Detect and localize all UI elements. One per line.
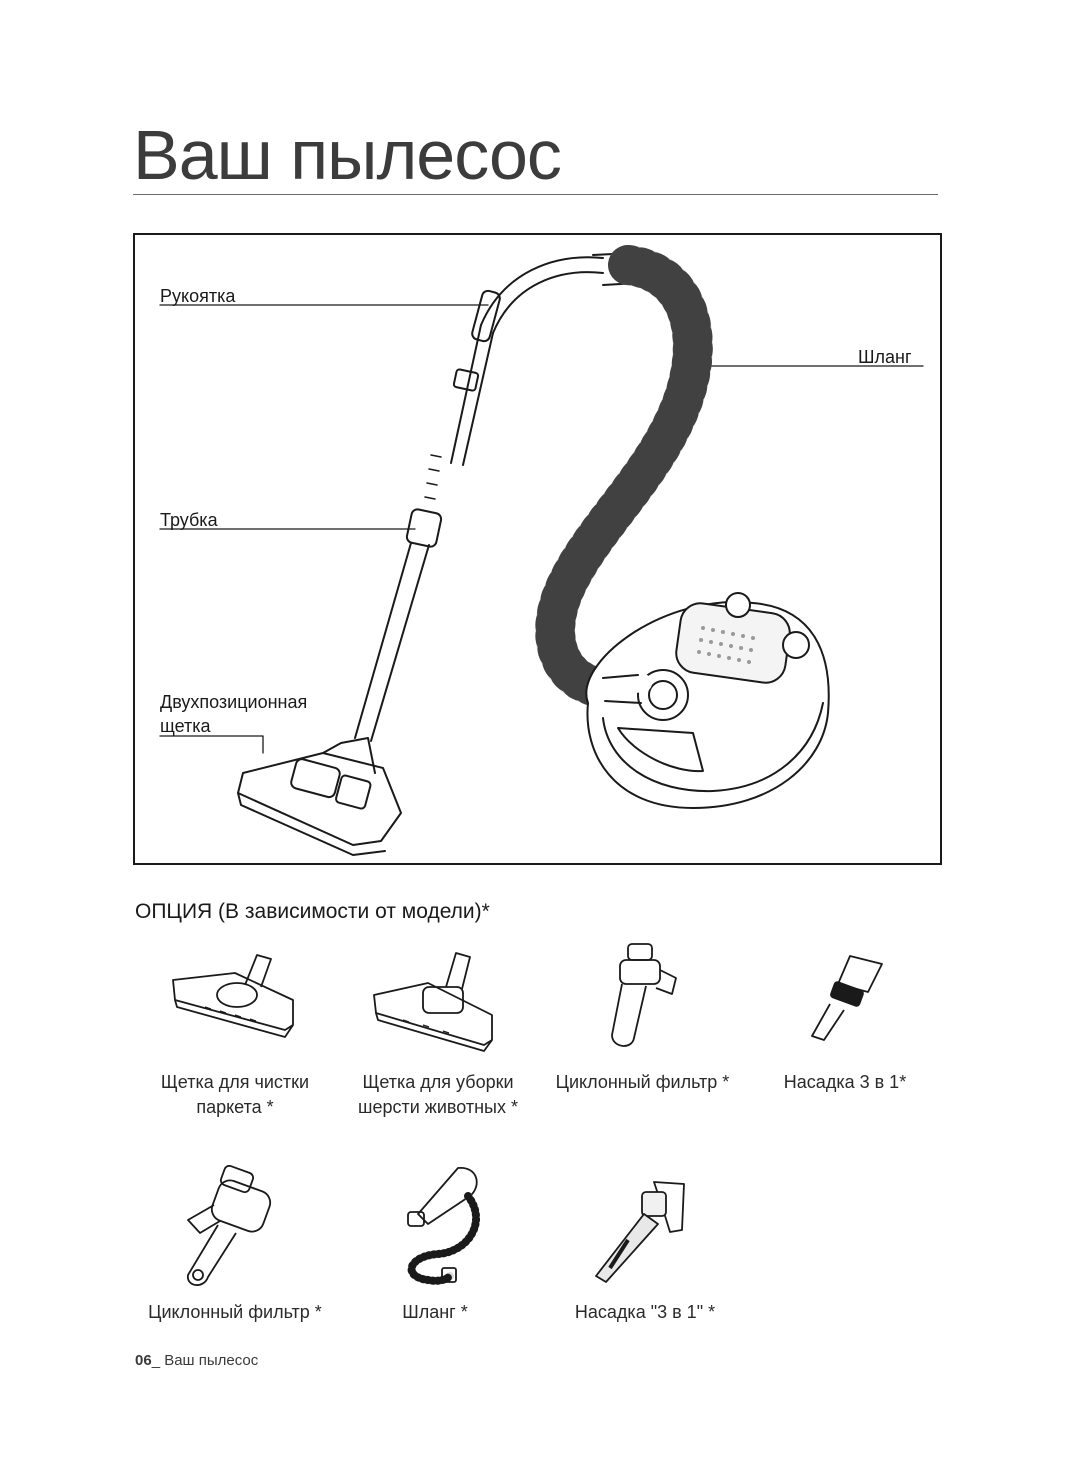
label-hose: Шланг (858, 347, 912, 367)
caption-three-in-one: Насадка 3 в 1* (783, 1072, 907, 1092)
caption-pet-brush-line2: шерсти животных * (358, 1097, 518, 1117)
label-brush-line1: Двухпозиционная (160, 692, 308, 712)
footer-separator: _ (151, 1352, 161, 1369)
page-title: Ваш пылесос (133, 116, 562, 194)
cyclone-filter-large-icon (187, 1165, 272, 1286)
caption-cyclone-filter-2: Циклонный фильтр * (148, 1302, 322, 1322)
page-footer: 06_ Ваш пылесос (135, 1352, 258, 1369)
footer-section-title: Ваш пылесос (164, 1352, 259, 1369)
vacuum-diagram-frame (133, 233, 942, 865)
caption-hose: Шланг * (402, 1302, 468, 1322)
options-heading: ОПЦИЯ (В зависимости от модели)* (135, 900, 490, 923)
caption-cyclone-filter: Циклонный фильтр * (555, 1072, 730, 1092)
page-number: 06 (135, 1352, 152, 1369)
parquet-brush-icon (172, 954, 294, 1038)
caption-pet-brush-line1: Щетка для уборки (362, 1072, 514, 1092)
label-brush-line2: щетка (160, 716, 211, 736)
label-handle: Рукоятка (160, 286, 236, 306)
pet-hair-brush-icon (373, 952, 493, 1052)
caption-parquet-brush-line1: Щетка для чистки (160, 1072, 310, 1092)
three-in-one-nozzle-alt-icon (595, 1181, 685, 1283)
label-tube: Трубка (160, 510, 218, 530)
three-in-one-nozzle-icon (811, 955, 883, 1041)
hose-accessory-icon (407, 1167, 480, 1285)
title-divider (133, 194, 938, 195)
cyclone-filter-icon (611, 943, 677, 1047)
vacuum-cleaner-illustration (159, 245, 924, 856)
caption-parquet-brush-line2: паркета * (196, 1097, 274, 1117)
caption-three-in-one-2: Насадка "3 в 1" * (574, 1302, 716, 1322)
